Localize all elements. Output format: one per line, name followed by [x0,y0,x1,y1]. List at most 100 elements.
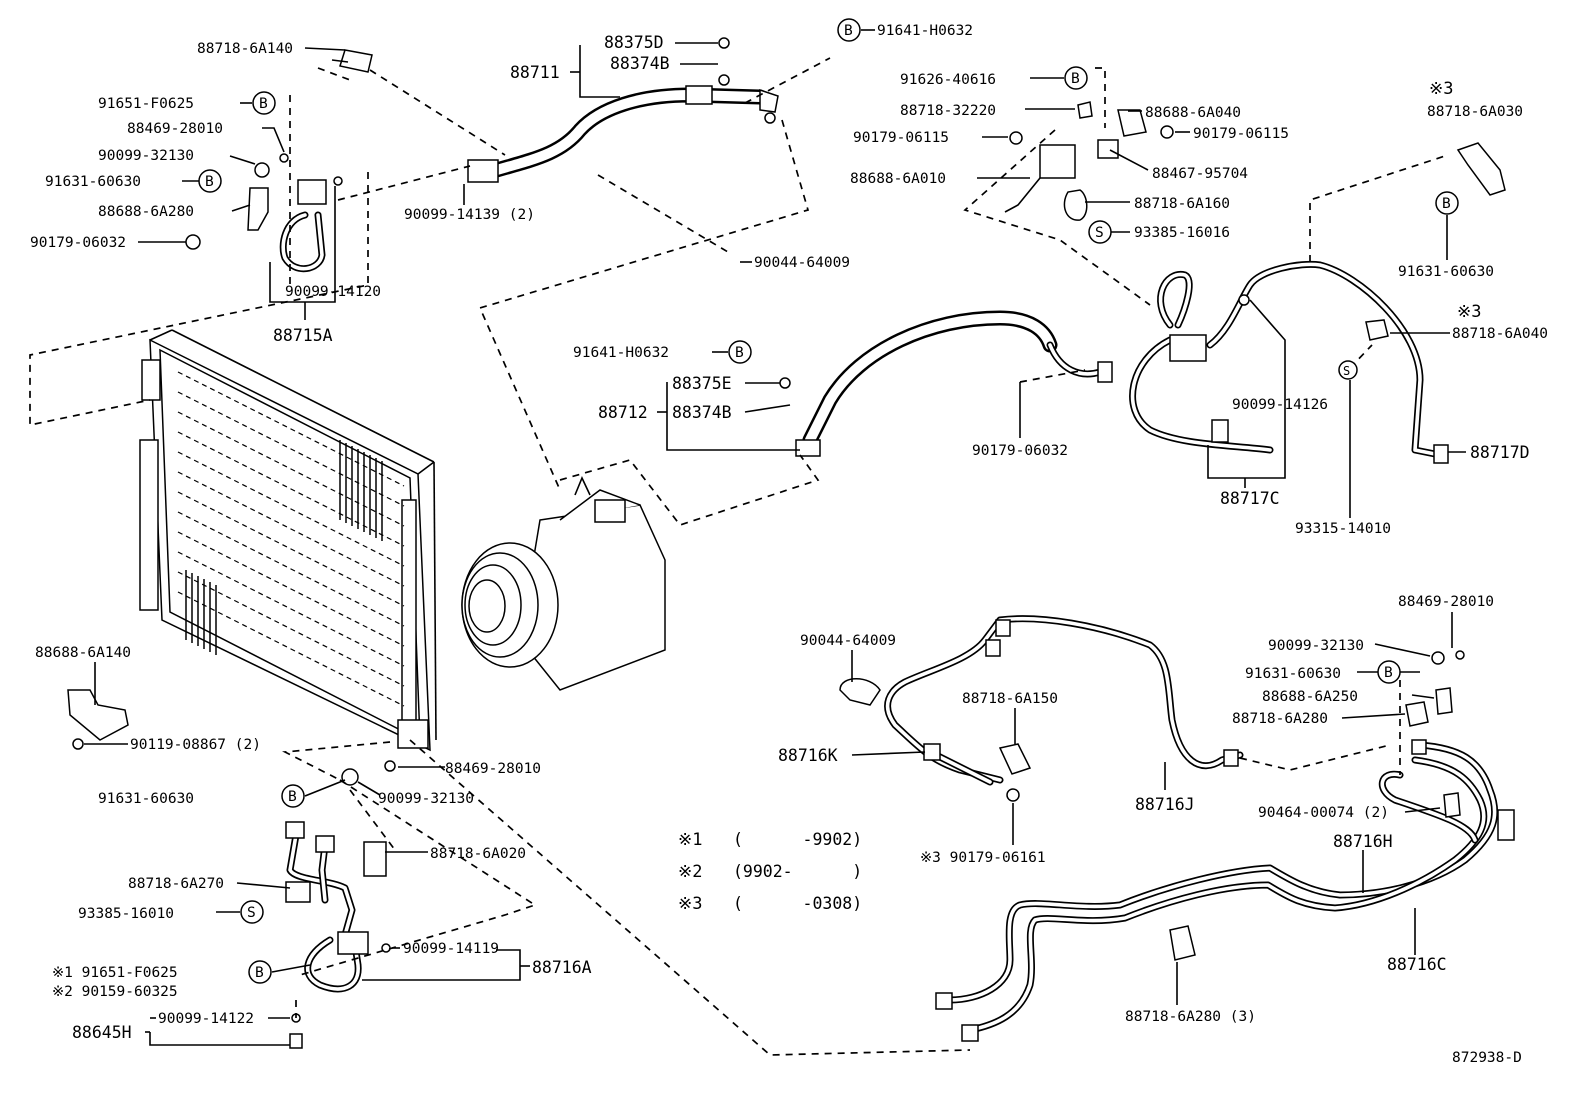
notes-legend: ※1 ( -9902) ※2 (9902- ) ※3 ( -0308) [678,830,862,914]
b-circle-low-right: B [1377,660,1401,684]
condenser-drawing [139,329,437,752]
note-1-mark: ※1 [678,830,702,850]
label-88469-28010-low: 88469-28010 [445,761,541,777]
label-88688-6A010: 88688-6A010 [850,171,946,187]
pipes-lower-right-drawing [839,615,1515,1042]
label-91631-60630-top: 91631-60630 [45,174,141,190]
label-91651-F0625-top: 91651-F0625 [98,96,194,112]
label-90099-32130-right: 90099-32130 [1268,638,1364,654]
label-90179-06032-mid: 90179-06032 [972,443,1068,459]
note-3-mark: ※3 [678,894,702,914]
label-90159-60325: ※2 90159-60325 [52,984,178,1000]
label-88375D: 88375D [604,33,664,52]
label-90044-64009-top: 90044-64009 [754,255,850,271]
note-3-range: ( -0308) [733,894,862,913]
label-88717D: 88717D [1470,443,1530,462]
label-88718-6A270: 88718-6A270 [128,876,224,892]
label-90099-14126: 90099-14126 [1232,397,1328,413]
svg-text:B: B [1442,196,1451,212]
label-88688-6A140: 88688-6A140 [35,645,131,661]
svg-text:B: B [288,789,297,805]
label-93385-16010: 93385-16010 [78,906,174,922]
label-88469-28010-right: 88469-28010 [1398,594,1494,610]
hose-88712-drawing [779,310,1113,457]
label-88375E: 88375E [672,374,732,393]
b-circle-top-center: B [837,18,861,42]
b-circle-left-2: B [198,169,222,193]
label-90099-14119: 90099-14119 [403,941,499,957]
s-circle-top-right: S [1088,220,1112,244]
svg-text:B: B [255,965,264,981]
label-88718-6A140: 88718-6A140 [197,41,293,57]
pipe-88717C-drawing [1129,260,1449,464]
label-91631-60630-right-low: 91631-60630 [1245,666,1341,682]
label-90119-08867: 90119-08867 (2) [130,737,261,753]
label-91631-60630-low: 91631-60630 [98,791,194,807]
label-91626-40616: 91626-40616 [900,72,996,88]
label-88688-6A040: 88688-6A040 [1145,105,1241,121]
label-88645H: 88645H [72,1023,132,1042]
circle-symbols: B B B B B S B S B S B B [198,18,1459,984]
label-88715A: 88715A [273,326,333,345]
label-88716C: 88716C [1387,955,1447,974]
label-88374B-mid: 88374B [672,403,732,422]
leader-lines [84,29,1466,1046]
sensor-88718-6A030-drawing [1365,142,1506,341]
label-88716H: 88716H [1333,832,1393,851]
s-circle-far-right: S [1338,360,1358,380]
label-90099-32130-top: 90099-32130 [98,148,194,164]
label-88717C: 88717C [1220,489,1280,508]
note-1-range: ( -9902) [733,830,862,849]
svg-text:S: S [1343,364,1350,378]
label-90179-06115-left: 90179-06115 [853,130,949,146]
label-90464-00074: 90464-00074 (2) [1258,805,1389,821]
label-90179-06032-left: 90179-06032 [30,235,126,251]
label-88716K: 88716K [778,746,838,765]
svg-text:B: B [259,96,268,112]
note-2-range: (9902- ) [733,862,862,881]
label-93385-16016: 93385-16016 [1134,225,1230,241]
dashed-guides [29,57,1449,1056]
svg-text:B: B [1384,665,1393,681]
bracket-88715A-drawing [185,49,373,272]
label-90099-14120: 90099-14120 [285,284,381,300]
label-90099-32130-low: 90099-32130 [378,791,474,807]
label-88716A: 88716A [532,958,592,977]
b-circle-top-right: B [1064,66,1088,90]
label-93315-14010: 93315-14010 [1295,521,1391,537]
label-90044-64009-low: 90044-64009 [800,633,896,649]
svg-text:B: B [844,23,853,39]
b-circle-low-left-2: B [248,960,272,984]
note-2-mark: ※2 [678,862,702,882]
label-91631-60630-right: 91631-60630 [1398,264,1494,280]
b-circle-left-1: B [252,91,276,115]
svg-text:B: B [205,174,214,190]
label-88718-6A150: 88718-6A150 [962,691,1058,707]
diagram-id: 872938-D [1452,1050,1522,1066]
label-88718-32220: 88718-32220 [900,103,996,119]
label-90099-14122: 90099-14122 [158,1011,254,1027]
label-88469-28010-top: 88469-28010 [127,121,223,137]
label-88718-6A030: 88718-6A030 [1427,104,1523,120]
label-90179-06115-right: 90179-06115 [1193,126,1289,142]
bracket-88688-6A010-drawing [1004,101,1174,221]
b-circle-low-left: B [281,784,305,808]
b-circle-mid: B [728,340,752,364]
hose-88711-drawing [467,37,779,183]
label-88711: 88711 [510,63,560,82]
b-circle-far-right: B [1435,191,1459,215]
label-88718-6A160: 88718-6A160 [1134,196,1230,212]
label-88716J: 88716J [1135,795,1195,814]
svg-text:S: S [247,905,256,921]
label-91651-F0625-low: ※1 91651-F0625 [52,965,178,981]
label-90099-14139: 90099-14139 (2) [404,207,535,223]
label-88718-6A280-bottom: 88718-6A280 (3) [1125,1009,1256,1025]
pipe-88716A-drawing [67,689,396,1049]
part-labels: 88718-6A140 91651-F0625 88469-28010 9009… [30,23,1548,1066]
label-note-88718-6A040: ※3 [1457,302,1481,322]
label-88467-95704: 88467-95704 [1152,166,1248,182]
label-note-88718-6A030: ※3 [1429,79,1453,99]
svg-text:S: S [1095,225,1104,241]
label-88718-6A020: 88718-6A020 [430,846,526,862]
